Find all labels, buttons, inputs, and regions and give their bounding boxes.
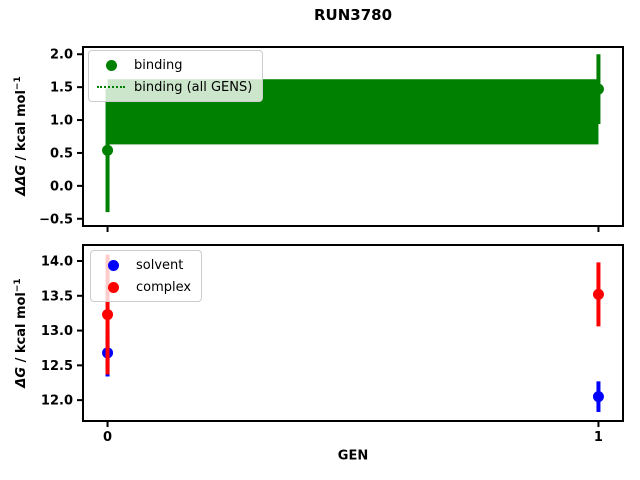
complex-marker-icon: [107, 281, 119, 293]
legend-label-complex: complex: [136, 279, 192, 295]
y-tick-label: 0.5: [50, 146, 73, 161]
legend-label-binding: binding: [134, 57, 183, 73]
legend-item-binding: binding: [97, 56, 252, 74]
legend-label-solvent: solvent: [136, 257, 184, 273]
dotted-line-icon: [97, 86, 125, 88]
axes-frame: [82, 244, 624, 422]
y-tick-label: 13.5: [41, 289, 73, 304]
bottom-y-axis-label: ΔG / kcal mol−1: [12, 278, 30, 388]
plot-title: RUN3780: [313, 6, 393, 24]
subplot-top: −0.5 0.0 0.5 1.0 1.5 2.0: [39, 46, 624, 232]
solvent-marker-icon: [107, 259, 119, 271]
y-tick-label: 2.0: [50, 48, 73, 63]
axes-frame: [82, 46, 624, 227]
y-tick-label: 12.5: [41, 359, 73, 374]
y-tick-label: 1.5: [50, 81, 73, 96]
legend-item-solvent: solvent: [99, 256, 191, 274]
legend-item-complex: complex: [99, 278, 191, 296]
legend-label-binding-all-gens: binding (all GENS): [134, 79, 253, 95]
legend-bottom-subplot: solvent complex: [90, 250, 203, 302]
top-y-axis-label: ΔΔG / kcal mol−1: [12, 76, 30, 196]
x-axis-label: GEN: [337, 448, 369, 464]
x-tick-label: 0: [103, 430, 112, 445]
complex-data-point: [102, 309, 114, 321]
legend-top-subplot: binding binding (all GENS): [88, 50, 264, 102]
binding-data-point: [102, 144, 114, 156]
subplot-bottom: 12.0 12.5 13.0 13.5 14.0 0 1: [41, 244, 624, 445]
y-tick-label: 12.0: [41, 394, 73, 409]
y-tick-label: 1.0: [50, 114, 73, 129]
binding-data-point: [592, 83, 604, 95]
y-tick-label: 14.0: [41, 255, 73, 270]
x-tick-label: 1: [594, 430, 603, 445]
solvent-data-point: [592, 391, 604, 403]
binding-marker-icon: [105, 59, 117, 71]
y-tick-label: 13.0: [41, 324, 73, 339]
y-tick-label: −0.5: [39, 212, 73, 227]
y-tick-label: 0.0: [50, 179, 73, 194]
complex-data-point: [592, 288, 604, 300]
legend-item-binding-all-gens: binding (all GENS): [97, 78, 252, 96]
